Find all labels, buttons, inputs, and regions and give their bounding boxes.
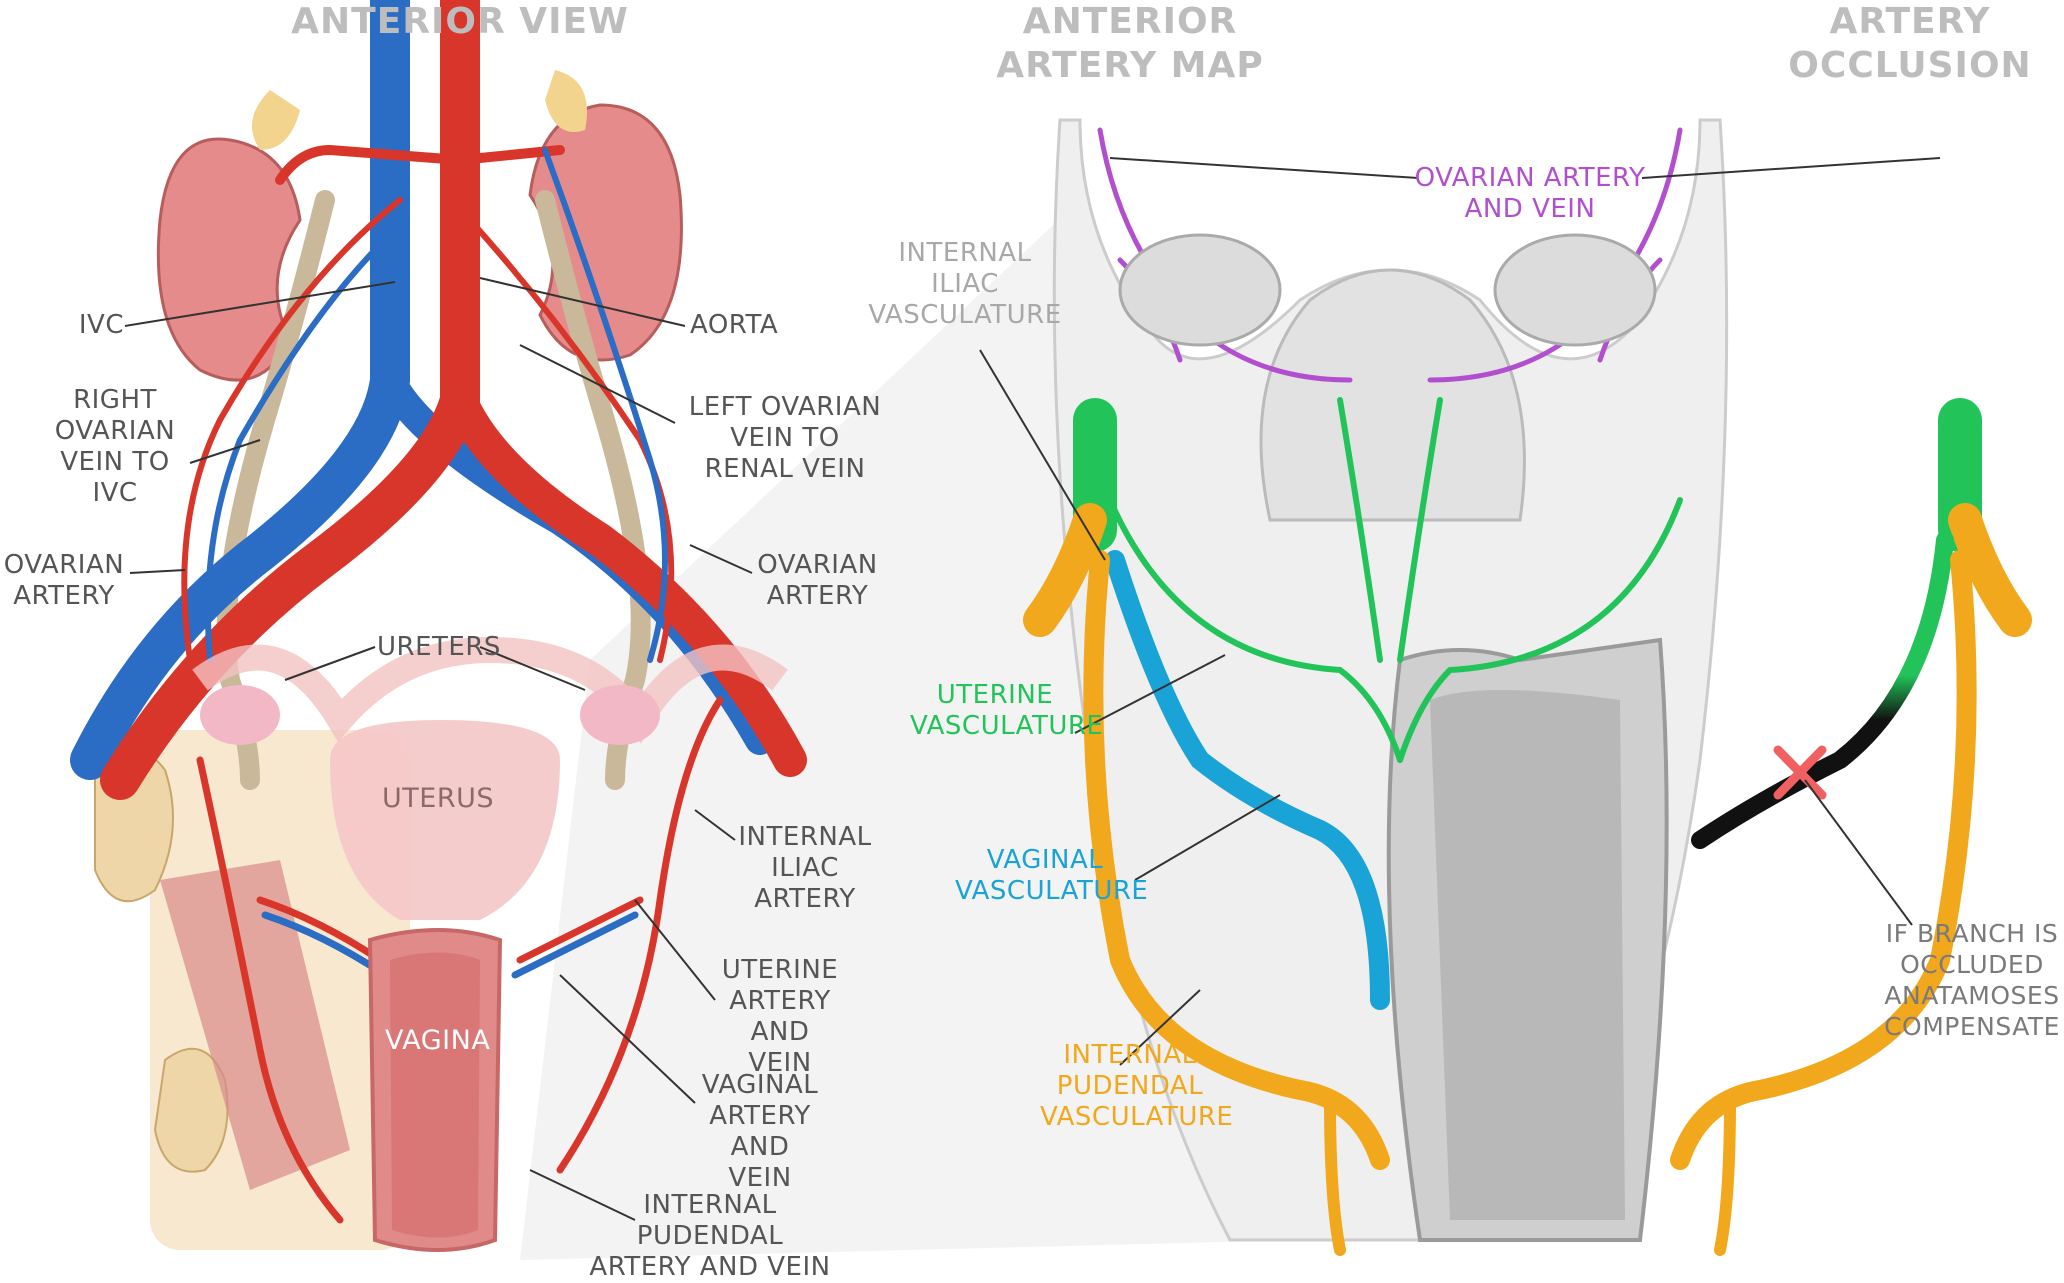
label-internal-iliac-artery: INTERNAL ILIAC ARTERY: [738, 822, 872, 914]
label-vaginal-vasculature: VAGINAL VASCULATURE: [955, 845, 1149, 906]
heading-anterior-artery-map: ANTERIOR ARTERY MAP: [996, 1, 1264, 86]
leader-lines: [124, 157, 1941, 1221]
left-iliac-map: [1023, 398, 1390, 1256]
label-ovarian-artery-left: OVARIAN ARTERY: [757, 550, 878, 611]
right-anatomy: [1023, 118, 2032, 1256]
vagina-shape: [367, 928, 503, 1252]
uterine-map: [1107, 397, 1683, 763]
ovarian-vessels: [181, 147, 675, 663]
label-vaginal-artery-vein: VAGINAL ARTERY AND VEIN: [701, 1070, 819, 1193]
heading-anterior-view: ANTERIOR VIEW: [291, 1, 629, 42]
label-vagina: VAGINA: [385, 1025, 491, 1056]
occlusion-x-icon: [1773, 745, 1827, 800]
label-internal-iliac-vasculature: INTERNAL ILIAC VASCULATURE: [868, 238, 1062, 330]
label-ovarian-artery-right: OVARIAN ARTERY: [3, 550, 125, 611]
left-anatomy: [70, 0, 807, 1252]
label-ivc: IVC: [78, 310, 124, 340]
label-right-ovarian-vein: RIGHT OVARIAN VEIN TO IVC: [54, 385, 176, 508]
label-internal-pudendal: INTERNAL PUDENDAL ARTERY AND VEIN: [589, 1190, 831, 1282]
aorta-vessel: [100, 0, 807, 800]
label-uterus: UTERUS: [382, 783, 494, 814]
heading-artery-occlusion: ARTERY OCCLUSION: [1788, 1, 2032, 86]
label-occlusion-note: IF BRANCH IS OCCLUDED ANATAMOSES COMPENS…: [1884, 919, 2060, 1041]
label-internal-pudendal-vasculature: INTERNAL PUDENDAL VASCULATURE: [1040, 1040, 1234, 1132]
right-iliac-map: [1670, 398, 2032, 1256]
label-uterine-artery-vein: UTERINE ARTERY AND VEIN: [721, 955, 839, 1078]
label-ovarian-artery-and-vein: OVARIAN ARTERY AND VEIN: [1414, 163, 1646, 224]
label-uterine-vasculature: UTERINE VASCULATURE: [910, 680, 1104, 741]
label-aorta: AORTA: [690, 310, 779, 340]
label-ureters: URETERS: [377, 632, 501, 662]
kidneys: [156, 70, 683, 382]
label-left-ovarian-vein: LEFT OVARIAN VEIN TO RENAL VEIN: [688, 392, 882, 484]
